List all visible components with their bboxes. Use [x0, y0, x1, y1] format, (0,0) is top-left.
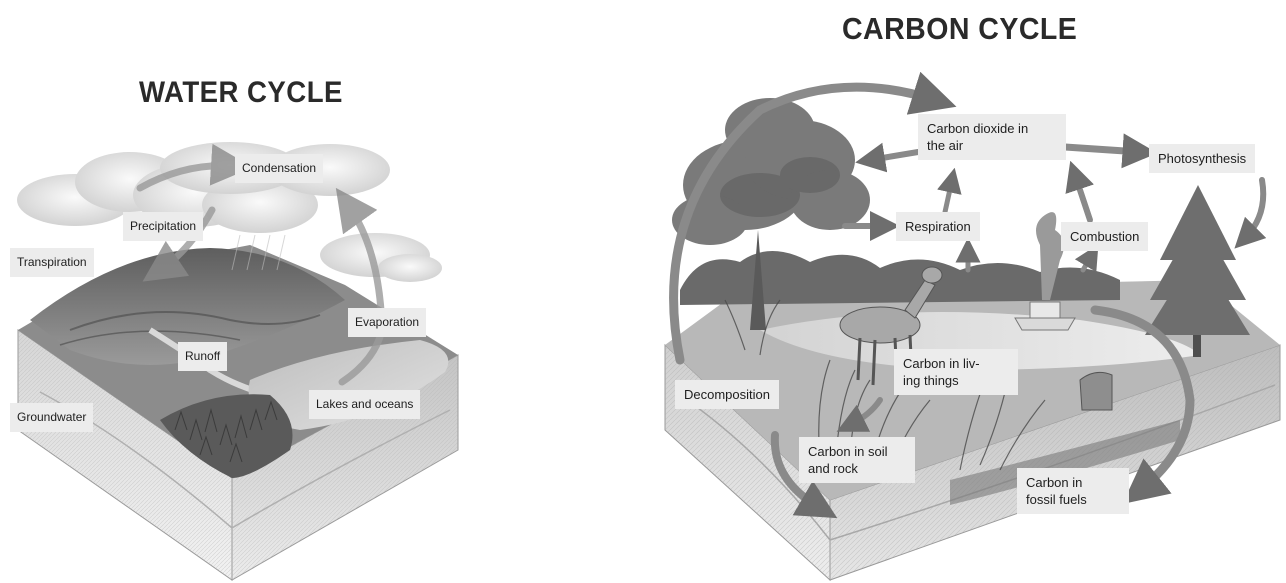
label-transpiration: Transpiration	[10, 248, 94, 277]
label-carbon-in-fossil-fuels: Carbon in fossil fuels	[1017, 468, 1129, 514]
label-photosynthesis: Photosynthesis	[1149, 144, 1255, 173]
tree-stump	[1080, 372, 1112, 410]
label-carbon-in-soil-and-rock: Carbon in soil and rock	[799, 437, 915, 483]
label-carbon-dioxide-in-air: Carbon dioxide in the air	[918, 114, 1066, 160]
label-evaporation: Evaporation	[348, 308, 426, 337]
label-combustion: Combustion	[1061, 222, 1148, 251]
carbon-cycle-title: CARBON CYCLE	[842, 11, 1077, 47]
water-cycle-title: WATER CYCLE	[139, 76, 343, 110]
label-carbon-in-living-things: Carbon in liv- ing things	[894, 349, 1018, 395]
label-decomposition: Decomposition	[675, 380, 779, 409]
label-runoff: Runoff	[178, 342, 227, 371]
label-precipitation: Precipitation	[123, 212, 203, 241]
label-condensation: Condensation	[235, 154, 323, 183]
tree-canopy	[672, 98, 870, 245]
pine-tree	[1145, 185, 1250, 335]
boat	[1015, 318, 1075, 330]
label-lakes-and-oceans: Lakes and oceans	[309, 390, 420, 419]
label-respiration: Respiration	[896, 212, 980, 241]
label-groundwater: Groundwater	[10, 403, 93, 432]
